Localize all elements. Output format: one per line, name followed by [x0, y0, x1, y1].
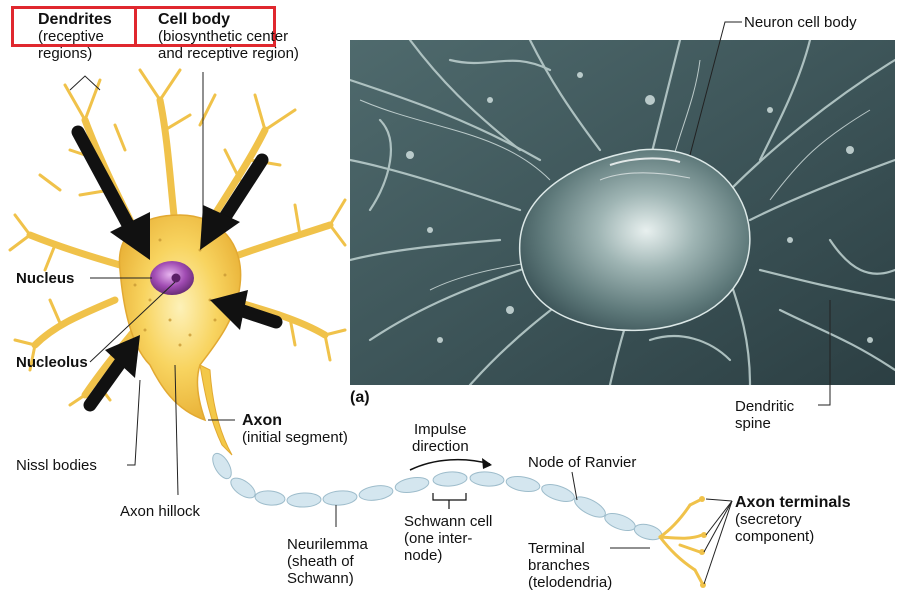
label-figure-letter: (a): [350, 389, 370, 406]
label-axon: Axon (initial segment): [242, 412, 348, 446]
schwann-cells: [212, 452, 663, 541]
label-terminal-branches-line-2: branches: [528, 557, 590, 574]
arrow-head-4: [105, 335, 140, 378]
label-axon-hillock: Axon hillock: [120, 503, 201, 520]
label-impulse-line-1: Impulse: [414, 421, 467, 438]
label-dendritic-spine-line-2: spine: [735, 415, 771, 432]
label-dendrites-title: Dendrites: [38, 11, 112, 28]
label-cell-body-line-1: (biosynthetic center: [158, 28, 289, 45]
label-axon-line-1: (initial segment): [242, 429, 348, 446]
label-nucleus: Nucleus: [16, 270, 75, 287]
label-schwann-cell: Schwann cell (one inter- node): [404, 513, 492, 564]
arrow-head-1: [110, 212, 150, 260]
label-neurilemma-line-2: (sheath of: [287, 553, 354, 570]
leader-lines: [69, 21, 831, 585]
schwann-bracket: [432, 493, 467, 509]
label-cell-body-line-2: and receptive region): [158, 45, 299, 62]
cell-body-shape: [118, 214, 242, 422]
axon-initial-segment: [199, 364, 233, 456]
label-terminal-branches: Terminal branches (telodendria): [528, 540, 612, 591]
label-nucleolus: Nucleolus: [16, 354, 88, 371]
label-cell-body-title: Cell body: [158, 11, 231, 28]
label-node-of-ranvier: Node of Ranvier: [528, 454, 637, 471]
label-dendrites-line-2: regions): [38, 45, 93, 62]
label-axon-terminals: Axon terminals (secretory component): [735, 494, 851, 545]
label-neurilemma-line-3: Schwann): [287, 570, 354, 587]
label-impulse-direction: Impulse direction: [412, 421, 469, 455]
arrow-head-3: [210, 290, 248, 330]
label-axon-title: Axon: [242, 412, 282, 429]
micrograph-panel: [350, 40, 895, 385]
label-dendrites-line-1: (receptive: [38, 28, 104, 45]
micrograph-image: [350, 40, 895, 385]
impulse-arrow: [409, 458, 491, 471]
label-neurilemma: Neurilemma (sheath of Schwann): [287, 536, 368, 587]
label-terminal-branches-line-3: (telodendria): [528, 574, 613, 591]
label-terminal-branches-line-1: Terminal: [528, 540, 585, 557]
label-neurilemma-line-1: Neurilemma: [287, 536, 368, 553]
label-schwann-line-1: Schwann cell: [404, 513, 493, 530]
label-dendritic-spine-line-1: Dendritic: [735, 398, 795, 415]
arrow-head-2: [200, 205, 240, 250]
label-neuron-cell-body: Neuron cell body: [744, 14, 857, 31]
label-cell-body: Cell body (biosynthetic center and recep…: [158, 11, 299, 62]
label-schwann-line-3: node): [404, 547, 443, 564]
label-dendritic-spine: Dendritic spine: [735, 398, 794, 432]
cell-body-highlight-box: [134, 6, 276, 47]
label-axon-terminals-line-1: (secretory: [735, 511, 802, 528]
nucleolus-shape: [171, 273, 181, 283]
label-impulse-line-2: direction: [412, 438, 469, 455]
label-axon-terminals-line-2: component): [735, 528, 815, 545]
label-axon-terminals-title: Axon terminals: [735, 494, 851, 511]
label-dendrites: Dendrites (receptive regions): [38, 11, 112, 62]
label-schwann-line-2: (one inter-: [404, 530, 473, 547]
label-nissl-bodies: Nissl bodies: [16, 457, 97, 474]
terminal-branches-shape: [658, 498, 704, 585]
